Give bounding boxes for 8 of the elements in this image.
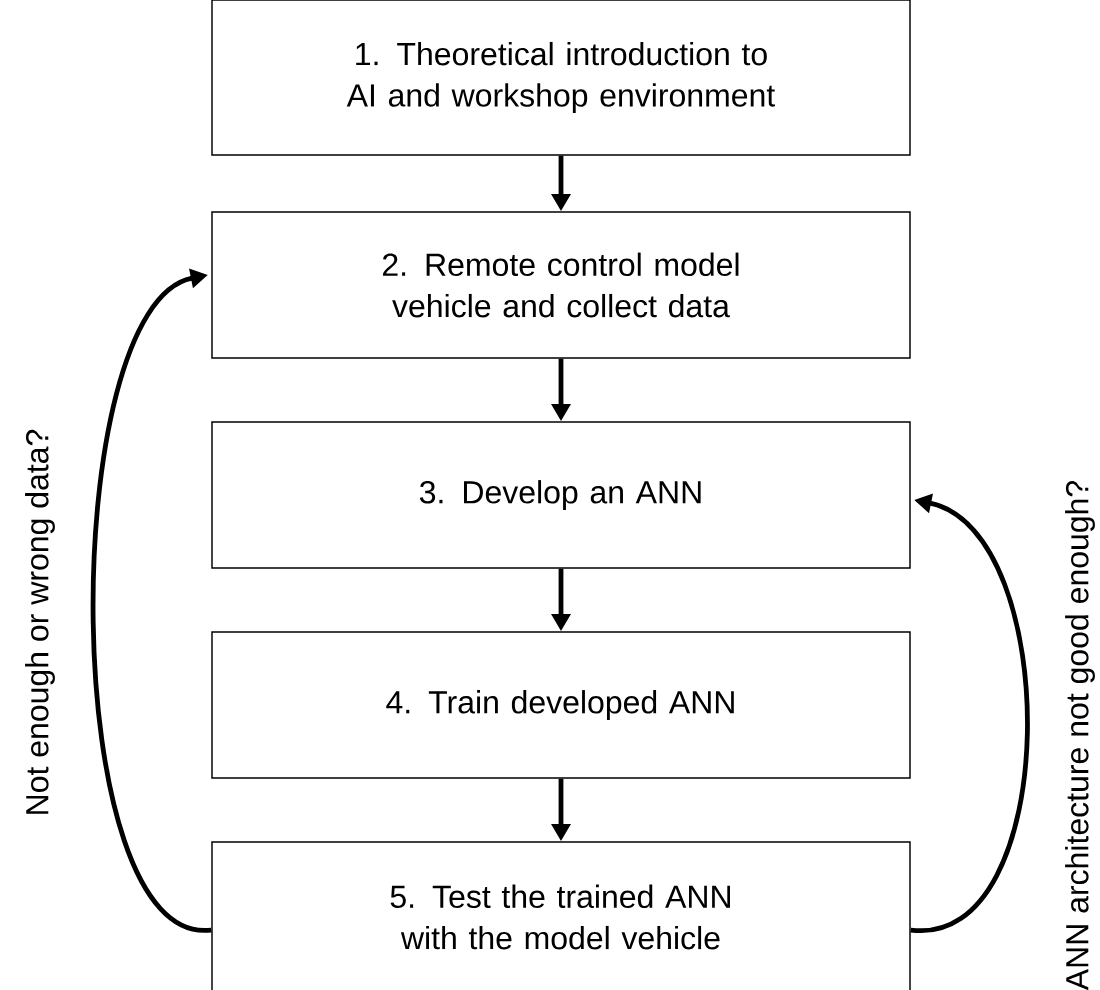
process-box: 5. Test the trained ANN with the model vehicle <box>211 841 911 990</box>
edge-label: ANN architecture not good enough? <box>1065 481 1095 990</box>
process-box: 3. Develop an ANN <box>211 421 911 569</box>
process-box: 2. Remote control model vehicle and collect data <box>211 211 911 359</box>
process-box: 4. Train developed ANN <box>211 631 911 779</box>
edge-label: Not enough or wrong data? <box>25 429 55 814</box>
arrow <box>90 268 212 933</box>
process-box: 1. Theoretical introduction to AI and workshop environment <box>211 0 911 156</box>
